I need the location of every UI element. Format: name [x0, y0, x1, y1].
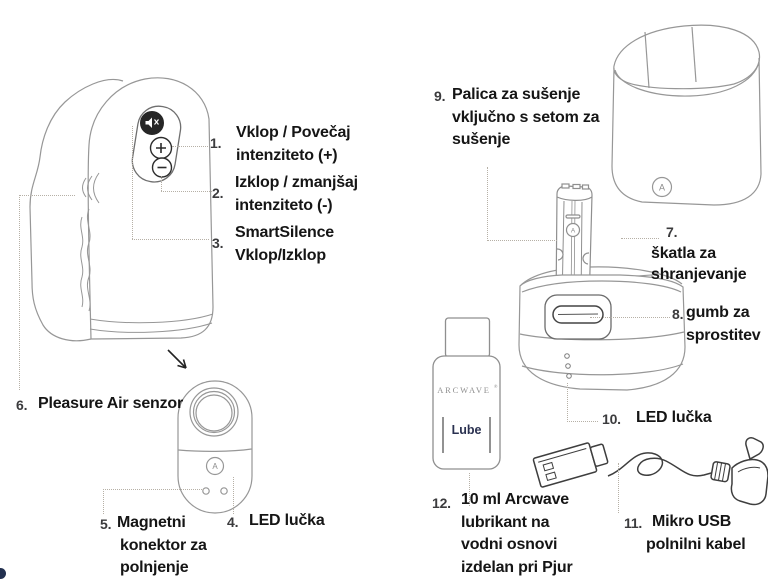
leader-line-10	[567, 421, 598, 422]
label-11-text: Mikro USB	[652, 513, 732, 530]
label-3-text: Vklop/Izklop	[235, 246, 326, 264]
label-2: 2. Izklop / zmanjšaj intenziteto (-)	[212, 172, 358, 217]
led-dots	[564, 353, 572, 379]
leader-line-5	[103, 489, 204, 490]
label-10: 10. LED lučka	[602, 407, 712, 430]
bottle-product-text: Lube	[452, 423, 482, 437]
label-5-text: Magnetni	[117, 514, 186, 531]
charging-contact-dot	[202, 487, 210, 495]
label-11: 11. Mikro USB polnilni kabel	[624, 511, 746, 556]
label-12: 12. 10 ml Arcwave lubrikant na vodni osn…	[432, 489, 573, 579]
label-6-number: 6.	[16, 397, 28, 413]
label-2-number: 2.	[212, 185, 224, 201]
label-8-text: gumb za	[686, 304, 750, 321]
device-illustration	[25, 57, 220, 347]
lube-bottle-illustration: ARCWAVE ® Lube	[430, 315, 505, 473]
label-2-text: intenziteto (-)	[235, 196, 333, 214]
label-5-text: polnjenje	[120, 559, 189, 576]
label-1-number: 1.	[210, 135, 222, 151]
bottle-brand-mark: ®	[494, 383, 498, 389]
leader-line-2	[161, 176, 162, 191]
label-7: 7. škatla za shranjevanje	[651, 222, 747, 285]
brand-logo-circle	[651, 176, 673, 198]
usb-a-connector	[532, 442, 609, 488]
label-7-text: shranjevanje	[651, 266, 747, 283]
micro-usb-connector	[730, 437, 768, 506]
leader-line-3	[132, 126, 133, 239]
button-cluster	[131, 105, 182, 183]
leader-line-1	[172, 146, 208, 147]
label-4-text: LED lučka	[249, 512, 325, 529]
label-7-text: škatla za	[651, 245, 716, 262]
charging-base-illustration: A	[176, 378, 258, 518]
label-11-number: 11.	[624, 515, 643, 531]
leader-line-11	[618, 463, 619, 513]
charging-contact-dot	[220, 487, 228, 495]
leader-line-9	[487, 167, 488, 241]
label-11-text: polnilni kabel	[646, 535, 746, 553]
label-6-text: Pleasure Air senzor	[38, 395, 184, 412]
label-12-text: vodni osnovi	[461, 536, 558, 553]
label-9-number: 9.	[434, 88, 446, 104]
arrow-down-right-icon	[162, 346, 198, 380]
leader-line-4	[233, 477, 234, 514]
leader-line-3	[132, 239, 209, 240]
label-6: 6. Pleasure Air senzor	[16, 393, 183, 416]
label-5-number: 5.	[100, 516, 112, 532]
drying-box-illustration: A A	[512, 182, 692, 395]
leader-line-5	[103, 489, 104, 514]
label-9: 9. Palica za sušenje vključno s setom za…	[434, 84, 600, 152]
label-10-text: LED lučka	[636, 409, 712, 426]
label-1-text: intenziteto (+)	[236, 146, 338, 164]
label-12-text: 10 ml Arcwave	[461, 491, 569, 508]
brand-logo-letter: A	[212, 462, 218, 471]
storage-case-illustration: A	[604, 18, 768, 208]
usb-cable-illustration	[528, 428, 768, 518]
label-9-text: sušenje	[452, 131, 511, 148]
bottle-brand-text: ARCWAVE	[437, 385, 491, 395]
leader-line-2	[161, 191, 212, 192]
label-1: 1. Vklop / Povečaj intenziteto (+)	[210, 122, 351, 167]
release-button	[544, 294, 612, 340]
label-10-number: 10.	[602, 411, 621, 427]
label-8-number: 8.	[672, 306, 684, 322]
leader-line-12	[469, 473, 470, 506]
leader-line-6	[19, 195, 75, 196]
label-2-text: Izklop / zmanjšaj	[235, 174, 358, 191]
label-3-number: 3.	[212, 235, 224, 251]
leader-line-10	[567, 383, 568, 422]
leader-line-9	[487, 240, 557, 241]
leader-line-6	[19, 195, 20, 390]
brand-logo-letter: A	[571, 228, 576, 235]
leader-line-7	[621, 238, 659, 239]
label-12-text: lubrikant na	[461, 513, 550, 531]
leader-line-8	[590, 317, 670, 318]
label-3-text: SmartSilence	[235, 224, 334, 241]
label-12-number: 12.	[432, 495, 451, 511]
label-4-number: 4.	[227, 514, 239, 530]
label-1-text: Vklop / Povečaj	[236, 124, 351, 141]
label-9-text: Palica za sušenje	[452, 86, 581, 103]
brand-logo-letter: A	[659, 183, 665, 193]
brand-logo-circle	[205, 456, 225, 476]
label-5: 5. Magnetni konektor za polnjenje	[100, 512, 207, 580]
label-9-text: vključno s setom za	[452, 108, 600, 126]
label-5-text: konektor za	[120, 536, 207, 554]
label-8-text: sprostitev	[686, 326, 761, 344]
label-12-text: izdelan pri Pjur	[461, 558, 573, 576]
cable-grip	[710, 461, 731, 483]
label-8: 8. gumb za sprostitev	[672, 302, 761, 347]
page-edge-marker	[0, 568, 6, 579]
label-7-number: 7.	[666, 224, 678, 240]
label-3: 3. SmartSilence Vklop/Izklop	[212, 222, 334, 267]
cable-cord	[607, 452, 714, 477]
label-4: 4. LED lučka	[227, 510, 325, 533]
speaker-mute-icon	[145, 117, 159, 128]
